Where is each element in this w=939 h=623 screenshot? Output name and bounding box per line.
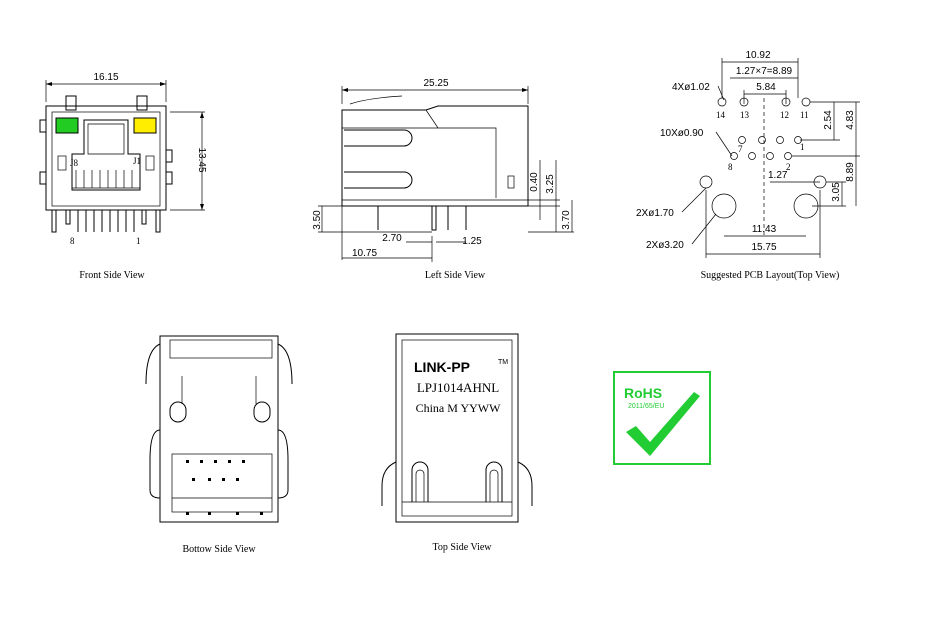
dim-889-label: 8.89 [845,162,856,182]
dim-483-label: 4.83 [845,110,856,130]
pcb-layout-view: 10.92 1.27×7=8.89 5.84 4Xø1.02 10Xø0.90 … [636,50,860,281]
pin-12-label: 12 [780,110,789,120]
dim-040-label: 0.40 [529,172,540,192]
caption-front-view: Front Side View [79,270,145,281]
pin-8-label: 8 [70,236,75,246]
dim-4x102-label: 4Xø1.02 [672,82,710,93]
label-j1: J1 [133,156,141,166]
dim-325-label: 3.25 [545,174,556,194]
caption-pcb-view: Suggested PCB Layout(Top View) [701,270,840,281]
label-j8: J8 [70,158,79,168]
origin-label: China M YYWW [416,401,502,415]
dim-1075-label: 10.75 [352,248,377,259]
dim-254-label: 2.54 [823,110,834,130]
dim-125-label: 1.25 [462,236,482,247]
dim-1092-label: 10.92 [745,50,770,61]
rohs-logo: RoHS 2011/65/EU [613,371,711,465]
trademark-label: TM [498,359,508,366]
front-side-view: 16.15 13.45 J8 J1 [39,72,207,281]
dim-127-label: 1.27 [768,170,788,181]
pin-1-label: 1 [136,236,141,246]
dim-width-label: 16.15 [93,72,118,83]
dim-10x090-label: 10Xø0.90 [660,128,704,139]
pin-1-label: 1 [800,142,805,152]
rohs-directive: 2011/65/EU [628,403,664,410]
top-side-view: LINK-PP TM LPJ1014AHNL China M YYWW Top … [381,333,533,553]
dim-2x170-label: 2Xø1.70 [636,208,674,219]
caption-bottom-view: Bottow Side View [182,544,256,555]
rohs-title: RoHS [624,385,662,401]
pin-8-label: 8 [728,162,733,172]
dim-length-label: 25.25 [423,78,448,89]
pin-13-label: 13 [740,110,750,120]
dim-370-label: 3.70 [561,210,572,230]
dim-584-label: 5.84 [756,82,776,93]
pin-11-label: 11 [800,110,809,120]
left-side-view: 25.25 3.50 2.70 1.25 10.75 0.40 3.25 [312,78,574,281]
dim-350-label: 3.50 [312,210,323,230]
caption-left-view: Left Side View [425,270,486,281]
dim-height-label: 13.45 [196,147,207,172]
checkmark-icon [626,392,700,456]
yellow-led [133,117,157,134]
dim-1143-label: 11.43 [752,224,777,235]
green-led [55,117,79,134]
dim-2x320-label: 2Xø3.20 [646,240,684,251]
dim-270-label: 2.70 [382,233,402,244]
pin-7-label: 7 [738,144,743,154]
dim-305-label: 3.05 [831,182,842,202]
dim-1575-label: 15.75 [751,242,776,253]
dim-pitch-label: 1.27×7=8.89 [736,66,793,77]
part-number-label: LPJ1014AHNL [417,380,499,395]
bottom-side-view: Bottow Side View [145,335,293,555]
brand-label: LINK-PP [414,359,470,375]
pin-14-label: 14 [716,110,726,120]
caption-top-view: Top Side View [432,542,492,553]
pin-2-label: 2 [786,162,791,172]
